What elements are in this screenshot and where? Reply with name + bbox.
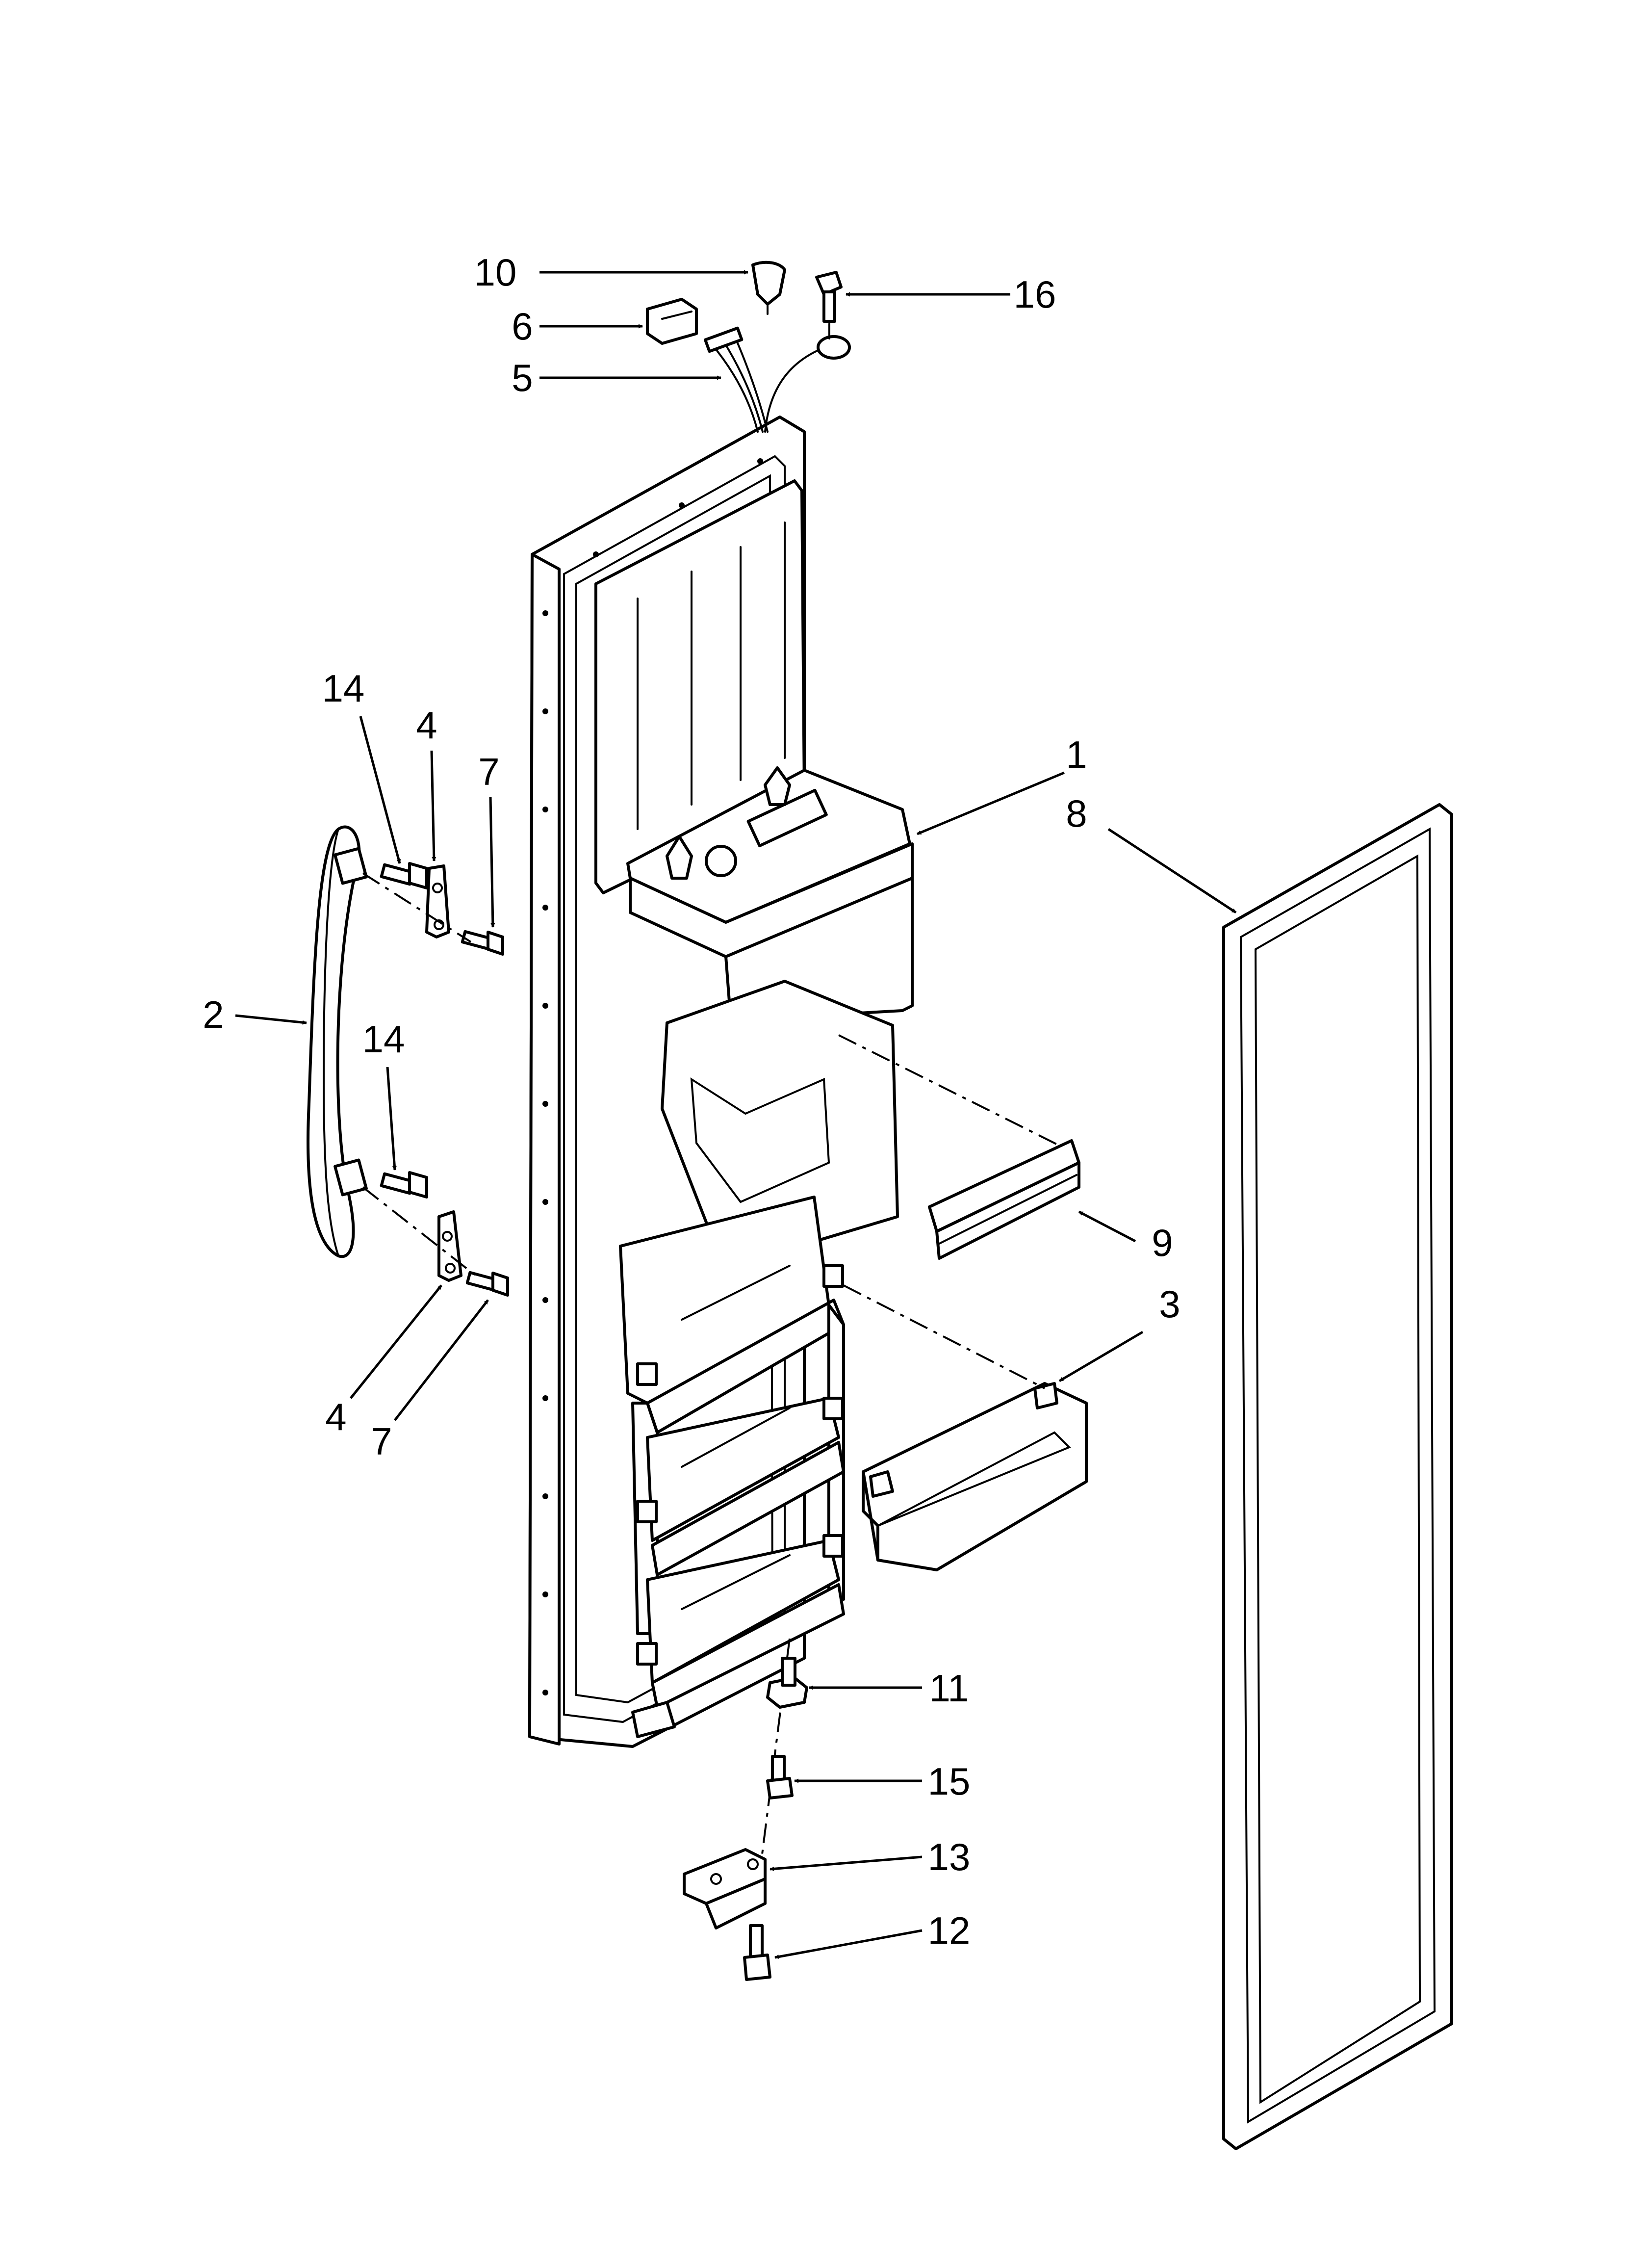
callout-9: 9 (1152, 1221, 1173, 1264)
callout-11: 11 (929, 1667, 969, 1710)
door-liner-shelves (619, 1196, 845, 1738)
callout-8: 8 (1066, 792, 1087, 835)
handle-bracket-4-lower (437, 1210, 462, 1282)
leader-lines (235, 270, 1237, 1959)
callout-7-upper: 7 (478, 750, 499, 793)
ground-screw-16 (815, 271, 843, 339)
callout-7-lower: 7 (371, 1420, 392, 1463)
handle-screw-7-lower (465, 1271, 509, 1297)
handle-screw-7-upper (461, 930, 504, 956)
callout-10: 10 (474, 251, 517, 294)
hinge-screw-12 (743, 1924, 771, 1981)
bottom-hinge-13 (683, 1848, 767, 1929)
door-gasket-8 (1222, 803, 1453, 2150)
callout-14-upper: 14 (322, 667, 365, 710)
callout-15: 15 (928, 1760, 971, 1803)
wire-plug-10 (751, 261, 786, 315)
dispenser-trim-9 (928, 1139, 1080, 1260)
door-handle (307, 825, 368, 1258)
hinge-screw-15 (766, 1755, 794, 1799)
callout-4-lower: 4 (325, 1395, 346, 1438)
handle-screw-14-lower (380, 1171, 428, 1199)
frame-screw-holes (542, 458, 763, 1695)
callout-13: 13 (928, 1835, 971, 1878)
callout-3: 3 (1159, 1282, 1180, 1326)
door-bin-3 (862, 1382, 1088, 1571)
callout-2: 2 (203, 993, 224, 1036)
callout-1: 1 (1066, 733, 1087, 776)
wire-harness-5 (704, 326, 851, 433)
handle-bracket-4-upper (425, 864, 450, 938)
callout-5: 5 (512, 356, 533, 399)
dispenser-housing (626, 766, 914, 1267)
callout-labels: 10 6 5 16 1 8 14 4 7 2 14 9 3 4 7 11 15 … (203, 251, 1180, 1952)
callout-6: 6 (512, 305, 533, 348)
callout-12: 12 (928, 1909, 971, 1952)
connector-6 (646, 298, 698, 345)
hinge-pin-11 (766, 1657, 808, 1709)
callout-14-lower: 14 (362, 1017, 405, 1061)
callout-16: 16 (1014, 273, 1056, 316)
callout-4-upper: 4 (416, 704, 437, 747)
handle-screw-14-upper (380, 862, 428, 889)
